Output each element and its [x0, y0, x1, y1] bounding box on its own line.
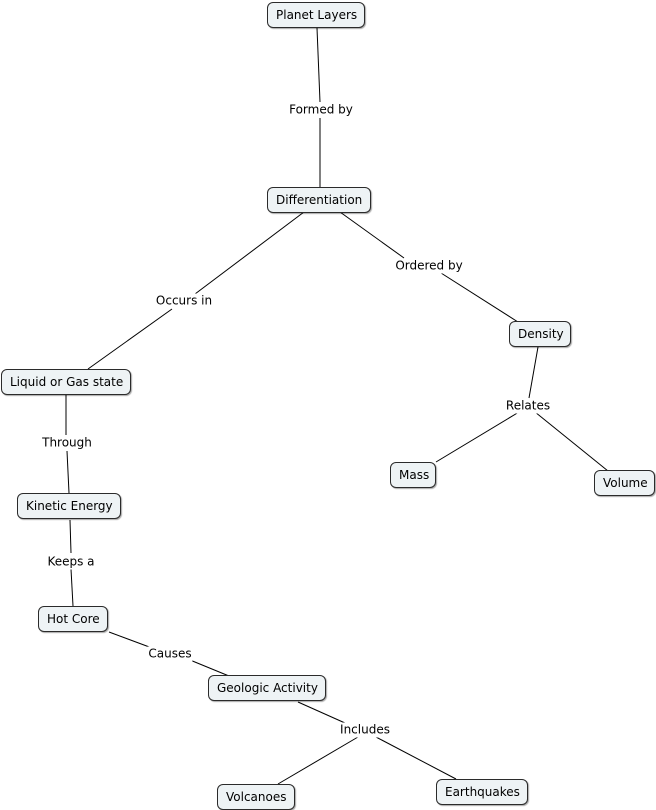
node-volcanoes[interactable]: Volcanoes	[217, 784, 295, 810]
node-hot-core[interactable]: Hot Core	[38, 606, 108, 632]
line-geologic-activity-to-includes	[297, 701, 346, 724]
node-volume[interactable]: Volume	[594, 470, 655, 496]
line-through-to-kinetic-energy	[66, 450, 70, 494]
node-kinetic-energy[interactable]: Kinetic Energy	[17, 493, 121, 519]
node-differentiation[interactable]: Differentiation	[267, 187, 371, 213]
node-earthquakes[interactable]: Earthquakes	[436, 779, 528, 805]
link-label-keeps-a: Keeps a	[46, 554, 96, 570]
line-occurs-in-to-liquid-gas	[87, 308, 173, 370]
line-keeps-a-to-hot-core	[70, 568, 74, 607]
line-ordered-by-to-density	[440, 272, 519, 323]
link-label-includes: Includes	[339, 722, 391, 738]
line-relates-to-volume	[534, 411, 609, 472]
line-includes-to-volcanoes	[277, 736, 359, 785]
line-density-to-relates	[528, 346, 539, 399]
line-includes-to-earthquakes	[375, 736, 457, 780]
link-label-formed-by: Formed by	[288, 102, 354, 118]
link-label-through: Through	[41, 435, 93, 451]
link-label-causes: Causes	[147, 646, 193, 662]
link-label-occurs-in: Occurs in	[154, 293, 214, 309]
line-hot-core-to-causes	[108, 631, 153, 649]
node-mass[interactable]: Mass	[390, 462, 436, 488]
node-density[interactable]: Density	[509, 321, 571, 347]
line-differentiation-to-ordered-by	[339, 211, 405, 259]
node-liquid-gas-state[interactable]: Liquid or Gas state	[1, 369, 131, 395]
line-causes-to-geologic-activity	[189, 659, 230, 677]
link-label-ordered-by: Ordered by	[394, 258, 464, 274]
node-planet-layers[interactable]: Planet Layers	[267, 2, 365, 28]
link-label-relates: Relates	[504, 398, 552, 414]
line-relates-to-mass	[435, 411, 520, 463]
line-differentiation-to-occurs-in	[194, 211, 305, 295]
line-planet-layers-to-formed-by	[316, 27, 321, 103]
line-kinetic-energy-to-keeps-a	[69, 519, 72, 554]
node-geologic-activity[interactable]: Geologic Activity	[208, 675, 326, 701]
